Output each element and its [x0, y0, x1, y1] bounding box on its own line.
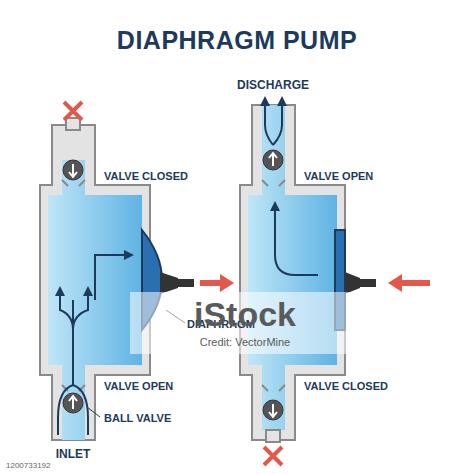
valve-label: VALVE OPEN	[104, 380, 173, 392]
valve-label: VALVE OPEN	[304, 170, 373, 182]
ball-valve	[263, 400, 283, 420]
flow-arrow	[273, 100, 282, 145]
valve-seat	[262, 180, 285, 186]
right-pump	[240, 100, 430, 465]
ball-valve	[63, 393, 83, 413]
port-label: DISCHARGE	[237, 79, 309, 92]
flow-arrow	[73, 385, 88, 435]
watermark-band	[130, 292, 360, 354]
motion-arrow	[400, 280, 430, 286]
diaphragm-rod	[160, 272, 178, 294]
flow-arrow	[73, 290, 88, 330]
ball-arrow	[269, 404, 277, 417]
cap	[266, 430, 280, 442]
image-id: 1200733192	[6, 462, 51, 471]
cap	[66, 118, 80, 130]
flow-arrow	[275, 205, 318, 275]
valve-seat	[62, 180, 85, 186]
diaphragm-rod	[176, 279, 194, 287]
valve-seat	[262, 385, 285, 391]
flow-arrow	[60, 290, 73, 330]
port-label: INLET	[56, 448, 91, 461]
watermark: Credit: VectorMine	[200, 336, 290, 348]
diaphragm-rod	[345, 272, 360, 294]
valve-label: VALVE CLOSED	[104, 170, 188, 182]
ball-arrow	[69, 396, 77, 409]
part-label: BALL VALVE	[104, 412, 171, 424]
diaphragm-rod	[358, 279, 376, 287]
title: DIAPHRAGM PUMP	[117, 26, 357, 55]
blocked-mark	[264, 447, 282, 465]
ball-valve	[263, 150, 283, 170]
watermark: iStock	[194, 296, 296, 333]
flow-arrow	[265, 100, 273, 145]
motion-arrow	[200, 280, 222, 286]
motion-arrow	[220, 274, 234, 292]
valve-label: VALVE CLOSED	[304, 380, 388, 392]
left-pump	[40, 102, 234, 440]
blocked-mark	[64, 102, 82, 120]
fluid	[48, 160, 142, 440]
motion-arrow	[388, 274, 402, 292]
ball-valve	[63, 160, 83, 180]
ball-arrow	[269, 153, 277, 166]
ball-arrow	[69, 164, 77, 177]
flow-arrow	[95, 255, 130, 300]
leader-line	[87, 407, 100, 417]
